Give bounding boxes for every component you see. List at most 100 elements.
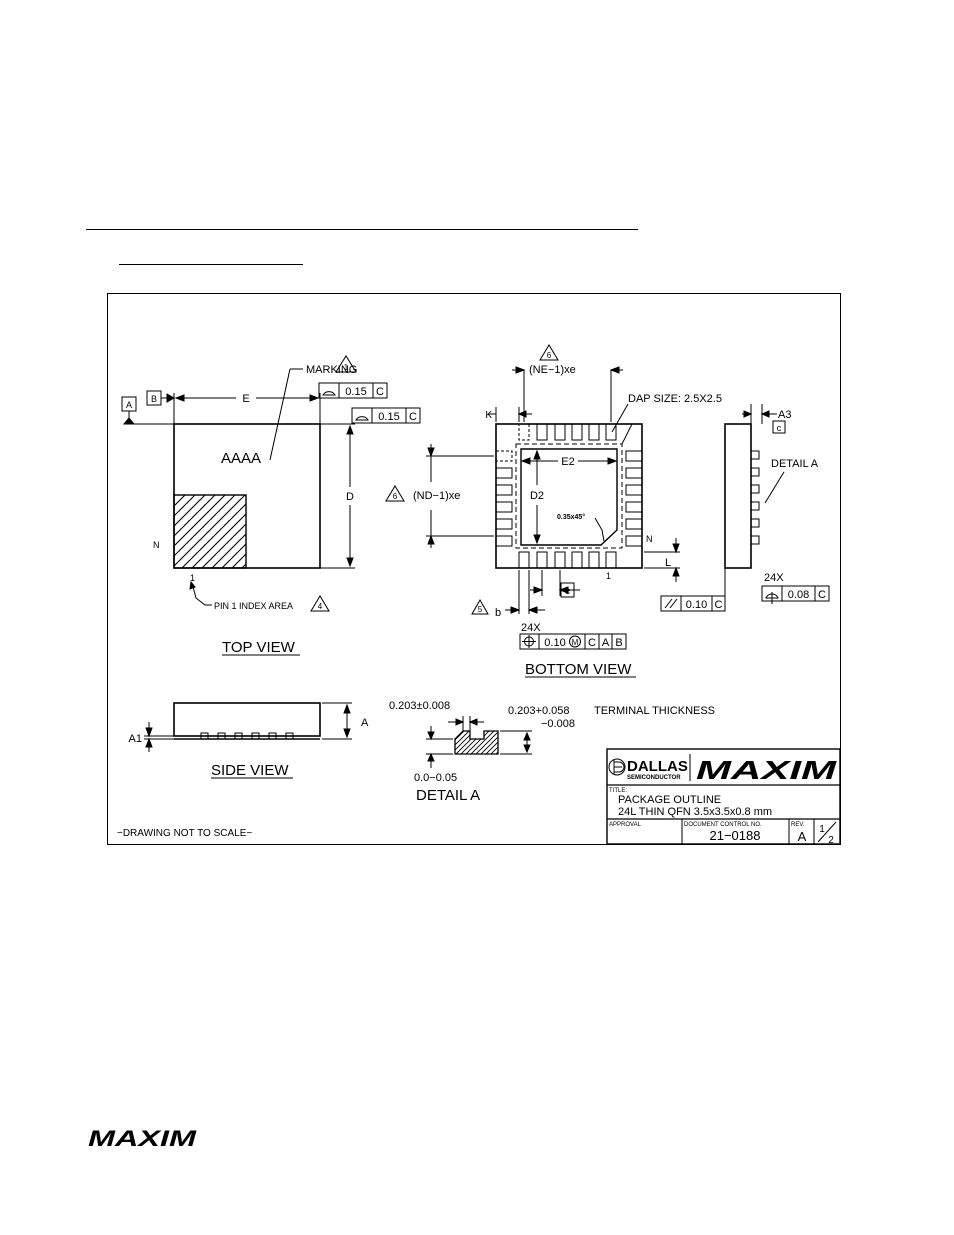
- bottom-view-title: BOTTOM VIEW: [525, 661, 632, 678]
- bottom-n-label: N: [646, 534, 653, 544]
- flatness-side-value: 0.15: [378, 411, 399, 423]
- position-tolerance-value: 0.10: [544, 637, 565, 649]
- detail-a: [426, 716, 532, 768]
- nd-dimension-label: (ND−1)xe: [413, 490, 460, 502]
- right-pad-column: [625, 450, 643, 547]
- not-to-scale-note: −DRAWING NOT TO SCALE−: [117, 828, 252, 839]
- section-24x-label: 24X: [764, 572, 784, 584]
- dim-e2-label: E2: [561, 456, 574, 468]
- title-line-1: PACKAGE OUTLINE: [618, 794, 721, 806]
- profile-value: 0.08: [788, 589, 809, 601]
- footer-maxim-logo: MAXIM: [88, 1126, 197, 1151]
- note-6-left-label: 6: [393, 492, 398, 501]
- top-pad-row: [518, 423, 617, 441]
- chamfer-label: 0.35x45°: [557, 513, 585, 521]
- marking-label: MARKING: [306, 364, 357, 376]
- bottom-view-body: [495, 423, 643, 569]
- top-1-label: 1: [190, 573, 195, 583]
- dim-a-label: A: [361, 717, 369, 729]
- dim-d2-label: D2: [530, 490, 544, 502]
- section-view: [660, 404, 830, 612]
- note-5-label: 5: [478, 605, 483, 614]
- position-datum-b: B: [615, 637, 622, 649]
- maxim-title-logo: MAXIM: [696, 755, 838, 785]
- approval-label: APPROVAL: [609, 822, 642, 828]
- exposed-pad: [520, 448, 618, 546]
- section-view-body: [724, 423, 752, 569]
- position-datum-c: C: [588, 637, 596, 649]
- pin1-index-area: [173, 494, 247, 569]
- document-number: 21−0188: [710, 828, 761, 843]
- ne-dimension-label: (NE−1)xe: [529, 364, 576, 376]
- dim-l-label: L: [665, 557, 671, 569]
- parallelism-frame: [660, 595, 726, 612]
- marking-text: AAAA: [221, 450, 261, 467]
- profile-frame: [761, 585, 830, 602]
- detail-a-text: 0.203±0.008 0.203+0.058 TERMINAL THICKNE…: [389, 700, 715, 804]
- dallas-wordmark: DALLAS: [627, 758, 688, 775]
- top-n-label: N: [153, 540, 160, 550]
- header-rule-short: [119, 264, 303, 265]
- pin1-index-label: PIN 1 INDEX AREA: [214, 601, 293, 611]
- flatness-top-value: 0.15: [345, 386, 366, 398]
- flatness-frame-top: [318, 382, 388, 399]
- title-block-text: DALLAS SEMICONDUCTOR MAXIM TITLE: PACKAG…: [609, 755, 838, 846]
- top-view-title: TOP VIEW: [222, 639, 296, 656]
- revision-label: REV.: [791, 822, 805, 828]
- side-view-terminals: [200, 732, 294, 740]
- mmc-symbol: M: [572, 638, 579, 647]
- datum-b-label: B: [151, 394, 157, 404]
- section-datum-c-box: [772, 420, 786, 434]
- document-control-label: DOCUMENT CONTROL NO.: [684, 822, 762, 828]
- top-view: [121, 355, 421, 612]
- side-view-title: SIDE VIEW: [211, 762, 289, 779]
- dap-outline: [515, 443, 623, 549]
- bottom-pad-row: [518, 551, 617, 569]
- bottom-view-text: 6 (NE−1)xe DAP SIZE: 2.5X2.5 K E2 D2 6 (…: [393, 351, 722, 678]
- bottom-1-label: 1: [606, 571, 611, 581]
- title-line-2: 24L THIN QFN 3.5x3.5x0.8 mm: [618, 806, 772, 818]
- dap-size-label: DAP SIZE: 2.5X2.5: [628, 393, 722, 405]
- detail-a-title: DETAIL A: [416, 787, 480, 804]
- left-pad-column: [495, 450, 513, 547]
- section-terminal-column: [750, 450, 760, 545]
- dim-a1-label: A1: [129, 733, 142, 745]
- header-rule-long: [86, 229, 638, 230]
- flatness-side-datum: C: [409, 411, 417, 423]
- detail-range-dim: 0.0−0.05: [414, 772, 457, 784]
- position-tolerance-frame: [519, 633, 627, 650]
- title-block: [606, 748, 841, 845]
- note-1-label: 1: [344, 363, 349, 372]
- bottom-view: [385, 344, 680, 650]
- dim-e-label: E: [242, 393, 249, 405]
- top-view-text: A B E D MARKING 1 0.15 C 0.15 C AAAA N 1…: [126, 363, 417, 656]
- dallas-logo-icon: [608, 758, 626, 776]
- title-field-label: TITLE:: [609, 788, 627, 794]
- pitch-e-label: e: [565, 586, 571, 597]
- parallelism-datum: C: [715, 599, 723, 611]
- detail-thickness-minus: −0.008: [541, 718, 575, 730]
- dim-d-label: D: [346, 491, 354, 503]
- detail-a-terminal: [454, 730, 499, 755]
- parallelism-value: 0.10: [686, 599, 707, 611]
- note-4-label: 4: [318, 602, 323, 611]
- side-view-text: A1 A SIDE VIEW: [129, 717, 369, 779]
- section-datum-c-label: c: [777, 423, 782, 433]
- detail-thickness-label: TERMINAL THICKNESS: [594, 705, 715, 717]
- sheet-total: 2: [828, 835, 834, 846]
- note-6-top-label: 6: [547, 351, 552, 360]
- sheet-number: 1: [819, 824, 825, 835]
- bottom-24x-label: 24X: [521, 622, 541, 634]
- section-view-text: A3 c DETAIL A 24X 0.10 C 0.08 C: [686, 409, 826, 611]
- datum-a-label: A: [126, 400, 132, 410]
- side-view-body: [173, 702, 321, 737]
- side-view: [144, 702, 352, 752]
- detail-thickness-dim: 0.203+0.058: [508, 705, 569, 717]
- position-datum-a: A: [602, 637, 610, 649]
- semiconductor-wordmark: SEMICONDUCTOR: [627, 775, 681, 781]
- flatness-top-datum: C: [376, 386, 384, 398]
- dim-a3-label: A3: [778, 409, 791, 421]
- detail-width-dim: 0.203±0.008: [389, 700, 450, 712]
- revision-value: A: [798, 829, 807, 844]
